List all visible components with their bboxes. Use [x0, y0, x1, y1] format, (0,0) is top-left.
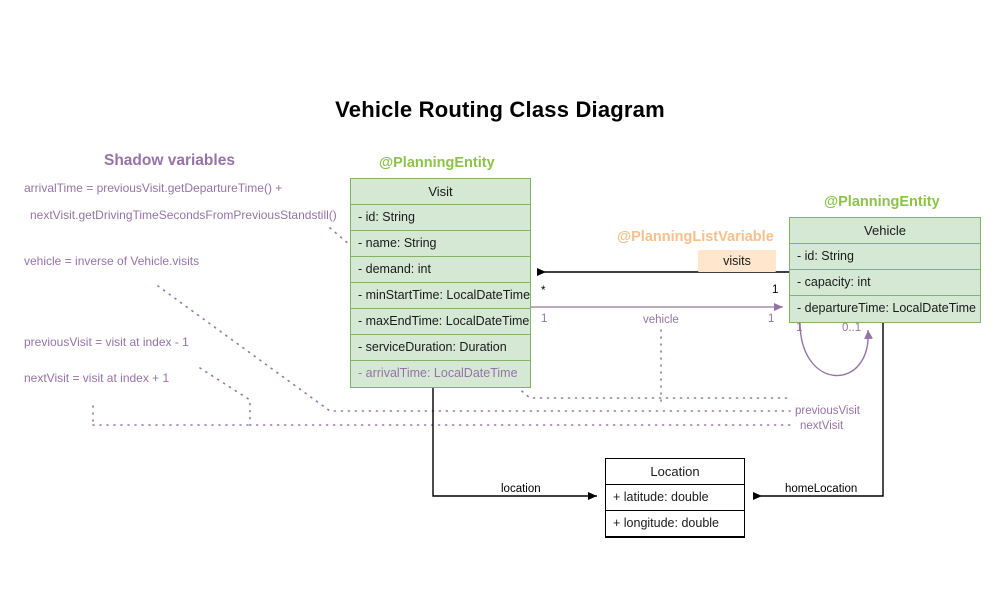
vehicle-attribute-id: - id: String — [790, 244, 980, 270]
mult-visits-source: 1 — [772, 284, 779, 296]
class-name-location: Location — [606, 459, 744, 485]
class-name-visit: Visit — [351, 179, 530, 205]
shadow-variables-title: Shadow variables — [104, 152, 235, 169]
edge-label-previous-visit: previousVisit — [795, 405, 860, 417]
shadow-variable-line-arrival-time: arrivalTime = previousVisit.getDeparture… — [24, 181, 283, 195]
mult-visits-target: * — [541, 285, 546, 297]
visit-attribute-name: - name: String — [351, 231, 530, 257]
visit-attribute-service-duration: - serviceDuration: Duration — [351, 335, 530, 361]
shadow-variable-line-arrival-time-cont: nextVisit.getDrivingTimeSecondsFromPrevi… — [30, 208, 337, 222]
shadow-variable-line-vehicle: vehicle = inverse of Vehicle.visits — [24, 254, 200, 268]
visit-stereotype: @PlanningEntity — [379, 155, 495, 171]
edge-label-location: location — [501, 483, 541, 495]
class-box-location[interactable]: Location + latitude: double + longitude:… — [605, 458, 745, 538]
class-name-vehicle: Vehicle — [790, 218, 980, 244]
mult-self-loop-left: 1 — [796, 322, 803, 334]
edge-label-next-visit: nextVisit — [800, 420, 844, 432]
mult-vehicle-source: 1 — [541, 313, 548, 325]
mult-vehicle-target: 1 — [768, 313, 775, 325]
shadow-variable-line-previous-visit: previousVisit = visit at index - 1 — [24, 335, 189, 349]
class-box-vehicle[interactable]: Vehicle - id: String - capacity: int - d… — [789, 217, 981, 323]
vehicle-attribute-capacity: - capacity: int — [790, 270, 980, 296]
vehicle-stereotype: @PlanningEntity — [824, 194, 940, 210]
visit-attribute-min-start-time: - minStartTime: LocalDateTime — [351, 283, 530, 309]
mult-self-loop-right: 0..1 — [842, 322, 862, 334]
visit-attribute-demand: - demand: int — [351, 257, 530, 283]
visits-label-chip: visits — [698, 250, 776, 272]
edge-label-home-location: homeLocation — [785, 483, 858, 495]
shadow-variable-line-next-visit: nextVisit = visit at index + 1 — [24, 371, 170, 385]
location-attribute-latitude: + latitude: double — [606, 485, 744, 511]
vehicle-attribute-departure-time: - departureTime: LocalDateTime — [797, 301, 977, 315]
edge-location — [432, 385, 597, 500]
class-box-visit[interactable]: Visit - id: String - name: String - dema… — [350, 178, 531, 388]
visit-attribute-id: - id: String — [351, 205, 530, 231]
edge-label-vehicle: vehicle — [643, 314, 679, 326]
planning-list-variable-stereotype: @PlanningListVariable — [617, 229, 774, 245]
location-attribute-longitude: + longitude: double — [606, 511, 744, 537]
visit-attribute-max-end-time: - maxEndTime: LocalDateTime — [351, 309, 530, 335]
visit-attribute-arrival-time: - arrivalTime: LocalDateTime — [358, 366, 518, 380]
page-title: Vehicle Routing Class Diagram — [335, 97, 665, 122]
